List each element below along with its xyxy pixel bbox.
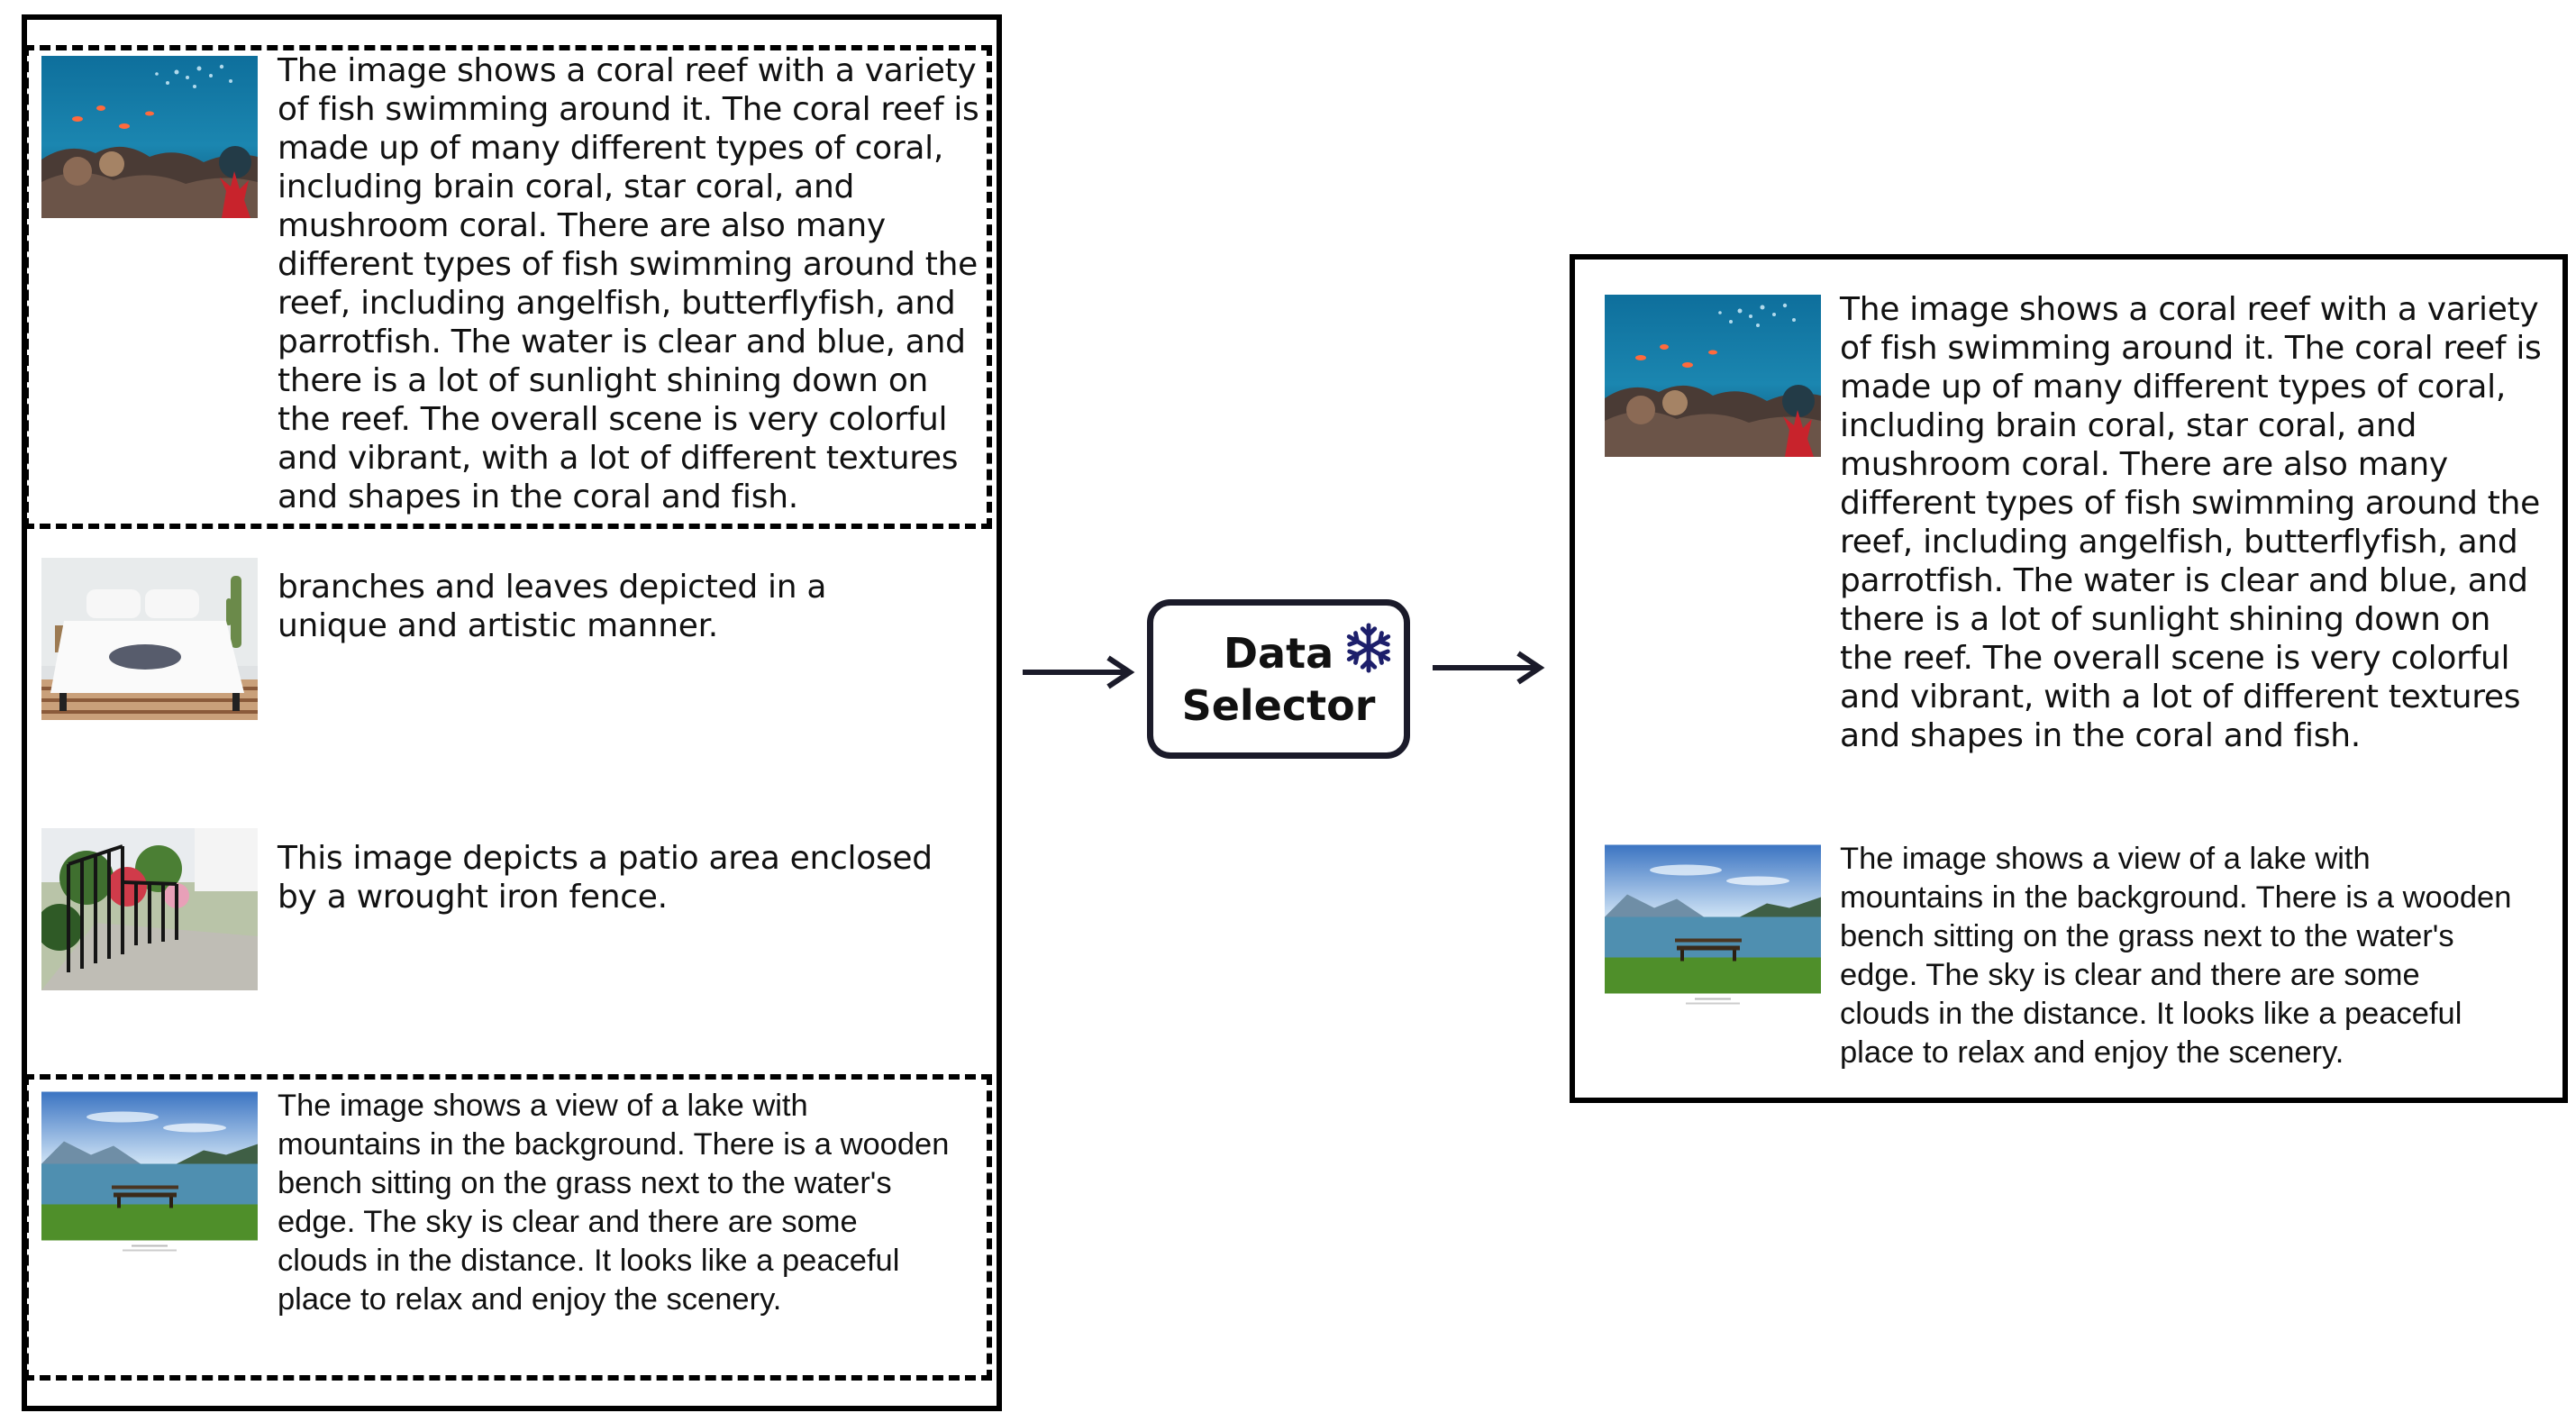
patio-fence-thumbnail xyxy=(41,828,258,990)
bedroom-thumbnail xyxy=(41,558,258,720)
lake-bench-thumbnail xyxy=(41,1089,258,1256)
snowflake-icon xyxy=(1346,623,1391,673)
sample-caption: The image shows a view of a lake with mo… xyxy=(278,1089,950,1317)
sample-caption: This image depicts a patio area enclosed… xyxy=(278,840,933,916)
selected-data-panel xyxy=(1570,254,2568,1103)
sample-caption: branches and leaves depicted in a unique… xyxy=(278,569,827,644)
data-selector-label: Data Selector xyxy=(1181,629,1376,730)
selected-sample-caption: The image shows a coral reef with a vari… xyxy=(1840,291,2542,754)
input-arrow xyxy=(1023,655,1135,689)
candidate-pool-panel xyxy=(22,14,1002,1411)
output-arrow xyxy=(1433,651,1545,685)
data-selector-box: Data Selector xyxy=(1147,599,1410,759)
lake-bench-thumbnail xyxy=(1605,843,1821,1009)
selected-sample-highlight xyxy=(23,45,992,529)
selected-sample-highlight xyxy=(23,1074,992,1381)
coral-reef-thumbnail xyxy=(1605,295,1821,457)
sample-caption: The image shows a coral reef with a vari… xyxy=(278,52,979,515)
coral-reef-thumbnail xyxy=(41,56,258,218)
selected-sample-caption: The image shows a view of a lake with mo… xyxy=(1840,842,2512,1070)
